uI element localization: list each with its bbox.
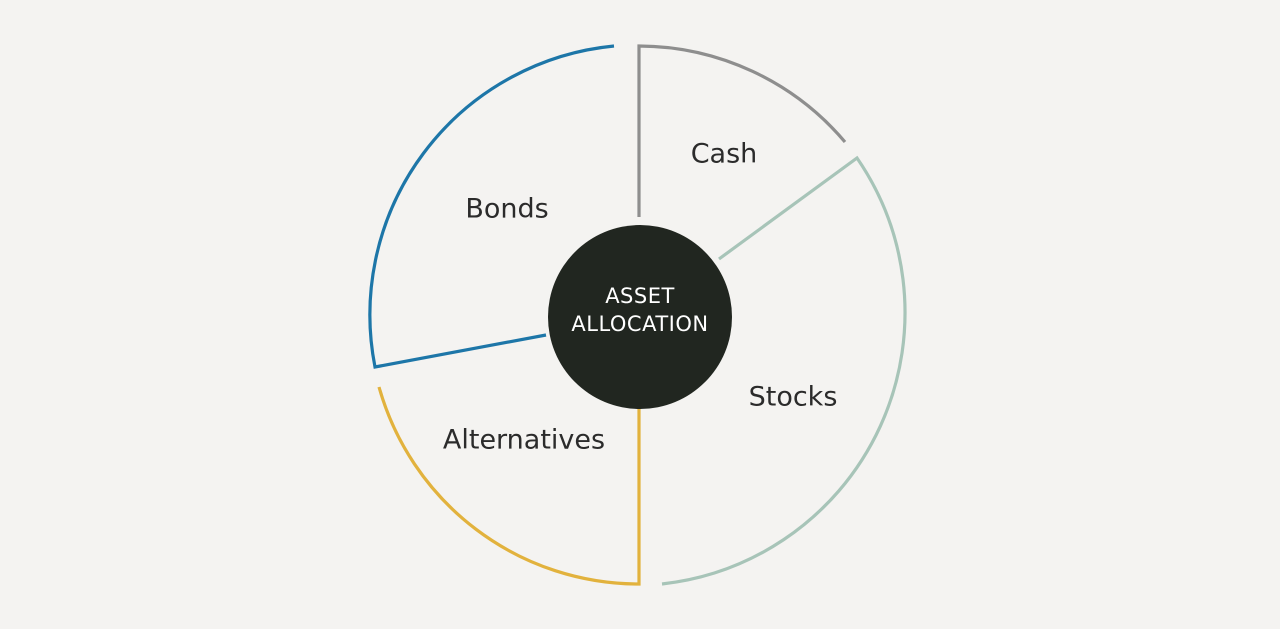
alternatives-segment-outline xyxy=(377,386,641,586)
alternatives-label: Alternatives xyxy=(443,425,605,456)
center-title-line-2: ALLOCATION xyxy=(571,312,708,336)
stocks-label: Stocks xyxy=(749,382,838,413)
center-hub-circle xyxy=(548,225,732,409)
stocks-segment-outline xyxy=(661,155,907,586)
bonds-label: Bonds xyxy=(465,194,548,225)
cash-segment-outline xyxy=(637,44,847,217)
center-title-line-1: ASSET xyxy=(605,284,675,308)
bonds-segment-outline xyxy=(368,44,615,369)
cash-label: Cash xyxy=(691,139,758,170)
